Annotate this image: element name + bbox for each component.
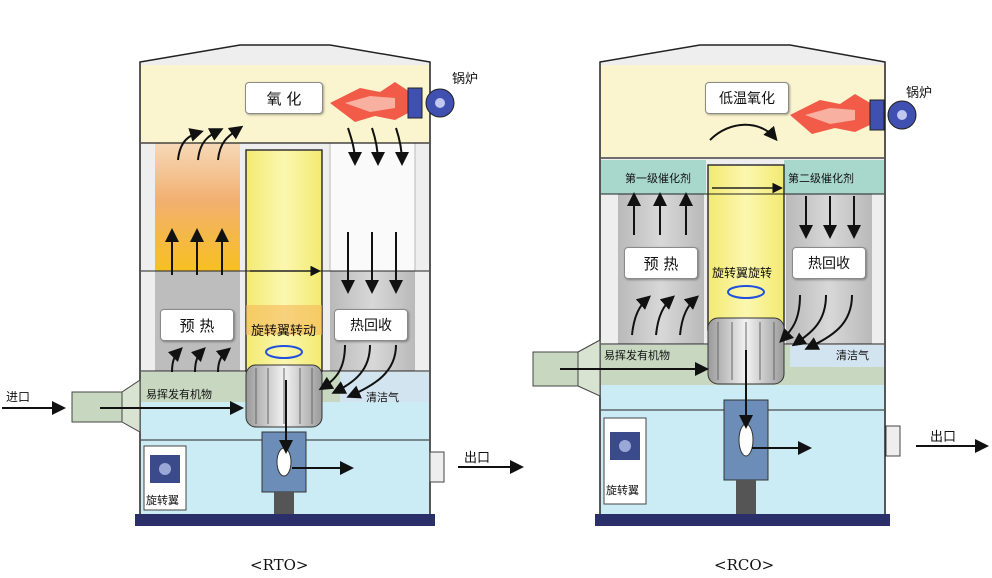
rto-flow-arrows — [2, 125, 524, 475]
rto-outlet-label: 出口 — [464, 451, 491, 466]
rto-rotor — [245, 345, 323, 428]
rco-catalyst1-label: 第一级催化剂 — [625, 172, 691, 185]
rco-catalyst2-label: 第二级催化剂 — [788, 172, 854, 185]
rco-motor-label: 旋转翼 — [606, 484, 639, 497]
rto-inlet-duct — [71, 379, 141, 433]
rco-burner — [790, 94, 917, 134]
rto-center-column — [245, 149, 323, 376]
rco-clean-band — [790, 345, 884, 367]
rco-unit — [532, 44, 989, 526]
rco-base — [595, 514, 890, 526]
rto-clean-gas-label: 清洁气 — [366, 391, 399, 404]
rco-catalyst-right — [784, 160, 884, 194]
rto-base — [135, 514, 435, 526]
rco-rotor-label: 旋转翼旋转 — [712, 266, 773, 280]
rto-caption: <RTO> — [250, 556, 309, 574]
rco-preheat-label: 预 热 — [624, 247, 698, 279]
rco-caption: <RCO> — [714, 556, 775, 574]
rco-heat-recovery-label: 热回收 — [792, 247, 866, 279]
rco-oxidation-label: 低温氧化 — [705, 82, 789, 114]
rco-outlet-nozzle — [885, 425, 901, 457]
rco-catalyst-left — [601, 160, 706, 194]
rto-unit — [2, 44, 524, 526]
rto-preheat-label: 预 热 — [160, 309, 234, 341]
rto-burner-label: 锅炉 — [452, 72, 479, 87]
rto-inlet-label: 进口 — [6, 390, 31, 404]
rco-burner-label: 锅炉 — [906, 86, 933, 101]
rto-voc-label: 易挥发有机物 — [146, 388, 212, 401]
rto-oxidation-label: 氧 化 — [245, 82, 323, 114]
rco-motor — [603, 417, 647, 505]
rto-motor — [143, 445, 187, 511]
rco-voc-label: 易挥发有机物 — [604, 349, 670, 362]
rto-burner — [330, 82, 455, 122]
rco-clean-gas-label: 清洁气 — [836, 349, 869, 362]
rto-column-mid — [246, 305, 322, 335]
rco-outlet-label: 出口 — [930, 430, 957, 445]
rco-flow-arrows — [560, 123, 989, 455]
rco-center-column — [707, 164, 785, 331]
rto-motor-label: 旋转翼 — [146, 494, 179, 507]
rto-outlet-nozzle — [429, 451, 445, 483]
rto-heat-recovery-label: 热回收 — [334, 309, 408, 341]
rto-rotor-label: 旋转翼转动 — [251, 324, 317, 339]
